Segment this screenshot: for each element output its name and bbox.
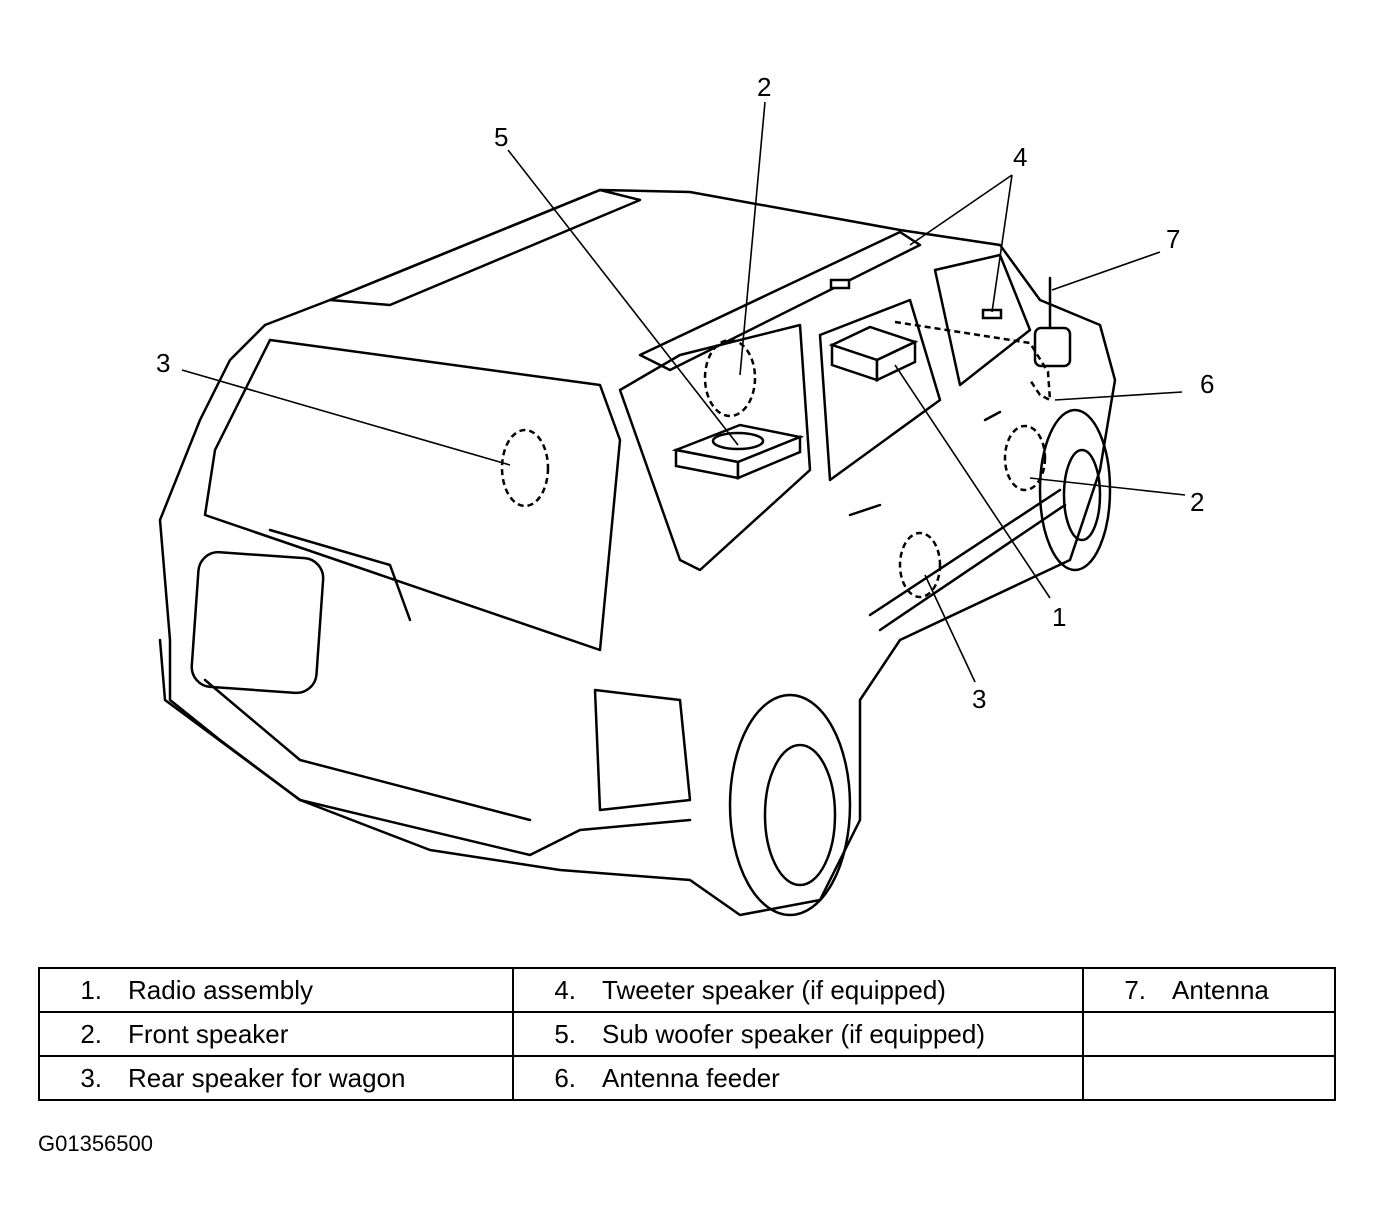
leader-line	[739, 101, 766, 376]
door-handle	[848, 503, 882, 517]
callout-2: 2	[757, 72, 771, 102]
legend-row: 2. Front speaker 5. Sub woofer speaker (if…	[38, 1011, 1336, 1057]
legend-cell	[1082, 1011, 1336, 1057]
front-wheel	[1038, 408, 1112, 572]
leader-line	[991, 174, 1013, 313]
side-window-front	[933, 253, 1032, 387]
rocker-panel	[868, 488, 1067, 632]
leader-line	[181, 369, 511, 466]
radio-assembly-component	[828, 325, 919, 382]
legend-number: 4.	[554, 974, 576, 1005]
rear-wiper	[268, 528, 412, 622]
rear-window	[203, 338, 622, 652]
figure-id: G01356500	[38, 1131, 153, 1156]
rear-door-speaker	[898, 531, 942, 599]
legend-label: Rear speaker for wagon	[128, 1062, 406, 1093]
front-wheel-hub	[1062, 448, 1102, 542]
legend-number: 3.	[80, 1062, 102, 1093]
roof-rail	[328, 188, 642, 307]
sub-woofer-component	[671, 423, 805, 480]
side-window-rear	[818, 298, 942, 482]
vehicle-body-outline	[158, 188, 1117, 917]
legend-cell: 5. Sub woofer speaker (if equipped)	[512, 1011, 1084, 1057]
callout-3: 3	[156, 348, 170, 378]
legend-cell: 6. Antenna feeder	[512, 1055, 1084, 1101]
callout-3: 3	[972, 684, 986, 714]
legend-label: Sub woofer speaker (if equipped)	[602, 1018, 986, 1049]
roof-rail	[638, 230, 922, 372]
legend-cell: 7. Antenna	[1082, 967, 1336, 1013]
callout-2: 2	[1190, 487, 1204, 517]
callout-7: 7	[1166, 224, 1180, 254]
legend-cell: 4. Tweeter speaker (if equipped)	[512, 967, 1084, 1013]
antenna-feeder-line	[894, 320, 1052, 403]
legend-number: 1.	[80, 974, 102, 1005]
legend-cell: 2. Front speaker	[38, 1011, 514, 1057]
legend-number: 7.	[1124, 974, 1146, 1005]
tail-light	[593, 688, 692, 812]
spare-tire-cover	[190, 550, 325, 695]
legend-label: Radio assembly	[128, 974, 313, 1005]
legend-row: 3. Rear speaker for wagon 6. Antenna feede…	[38, 1055, 1336, 1101]
leader-line	[507, 149, 739, 446]
vehicle-audio-diagram: 5 2 4 7 3 6 2 1 3	[156, 72, 1214, 917]
front-speaker-upper	[703, 338, 757, 418]
legend-number: 2.	[80, 1018, 102, 1049]
legend-table: 1. Radio assembly 4. Tweeter speaker (if e…	[38, 967, 1336, 1101]
leader-line	[1051, 251, 1161, 291]
callout-1: 1	[1052, 602, 1066, 632]
legend-cell: 3. Rear speaker for wagon	[38, 1055, 514, 1101]
rear-wheel	[728, 693, 852, 917]
rear-bumper	[158, 638, 692, 857]
door-handle	[983, 410, 1002, 422]
callout-6: 6	[1200, 369, 1214, 399]
leader-line	[1029, 477, 1186, 496]
leader-line	[1054, 391, 1183, 401]
rear-speaker-wagon	[500, 428, 550, 508]
leader-line	[909, 174, 1013, 246]
legend-label: Antenna feeder	[602, 1062, 780, 1093]
leader-line	[894, 364, 1051, 599]
legend-label: Front speaker	[128, 1018, 289, 1049]
callout-4: 4	[1013, 142, 1027, 172]
tweeter-component	[829, 278, 851, 290]
front-speaker-door	[1003, 424, 1047, 492]
quarter-panel	[618, 323, 812, 572]
side-mirror	[1033, 326, 1072, 368]
legend-row: 1. Radio assembly 4. Tweeter speaker (if e…	[38, 967, 1336, 1013]
legend-label: Antenna	[1172, 974, 1269, 1005]
legend-number: 5.	[554, 1018, 576, 1049]
legend-cell	[1082, 1055, 1336, 1101]
legend-label: Tweeter speaker (if equipped)	[602, 974, 946, 1005]
legend-cell: 1. Radio assembly	[38, 967, 514, 1013]
legend-number: 6.	[554, 1062, 576, 1093]
leader-line	[924, 574, 976, 683]
callout-5: 5	[494, 122, 508, 152]
rear-wheel-hub	[763, 743, 837, 887]
